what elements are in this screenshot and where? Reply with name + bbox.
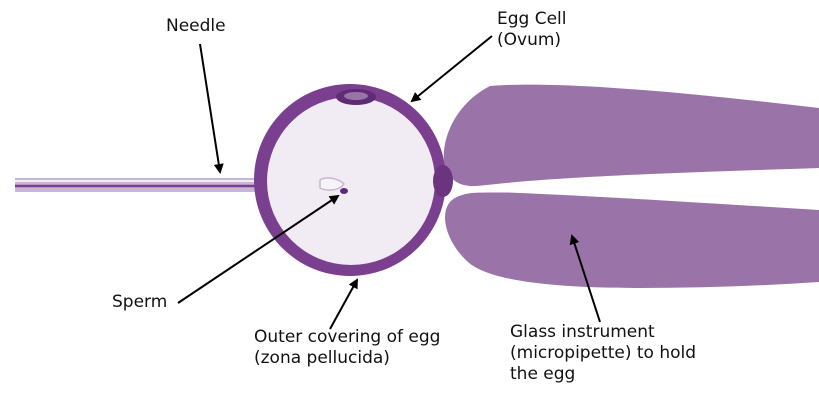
glass-instrument-label-line-1: Glass instrument (510, 322, 696, 343)
needle-label: Needle (166, 16, 226, 37)
micropipette-upper (444, 85, 819, 187)
egg-cell-arrow (412, 36, 492, 101)
outer-covering-label: Outer covering of egg (zona pellucida) (254, 327, 440, 369)
outer-covering-arrow (330, 280, 357, 329)
needle-label-text: Needle (166, 16, 226, 37)
needle-arrow (200, 44, 220, 172)
sperm-label-text: Sperm (112, 292, 167, 313)
polar-body-highlight (344, 92, 368, 100)
sperm-label: Sperm (112, 292, 167, 313)
egg-cell-label: Egg Cell (Ovum) (497, 9, 567, 51)
glass-instrument-label: Glass instrument (micropipette) to hold … (510, 322, 696, 385)
glass-instrument-label-line-2: (micropipette) to hold (510, 343, 696, 364)
egg-cell-label-line-1: Egg Cell (497, 9, 567, 30)
micropipette-lower (445, 192, 819, 288)
sperm-head (340, 188, 348, 194)
egg-cell-label-line-2: (Ovum) (497, 30, 567, 51)
outer-covering-label-line-1: Outer covering of egg (254, 327, 440, 348)
outer-covering-label-line-2: (zona pellucida) (254, 348, 440, 369)
suction-bulge (433, 165, 453, 197)
egg-cytoplasm (267, 97, 435, 265)
glass-instrument-label-line-3: the egg (510, 364, 696, 385)
